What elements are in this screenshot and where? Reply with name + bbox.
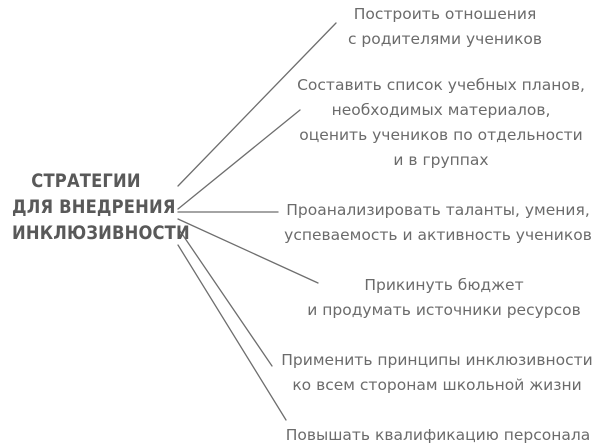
connector-line-6 [177,244,287,421]
branch-budget-line-1: Прикинуть бюджет [364,276,524,294]
branch-curriculum-list-line-3: оценить учеников по отдельности [299,126,583,144]
branch-relationships-line-1: Построить отношения [353,5,537,23]
connector-line-5 [177,227,273,367]
branch-curriculum-list-line-4: и в группах [393,151,489,169]
branch-relationships: Построить отношения с родителями ученико… [300,2,590,52]
branch-staff-training: Повышать квалификацию персонала [276,423,600,445]
branch-apply-principles-line-2: ко всем сторонам школьной жизни [292,376,582,394]
connector-line-2 [177,109,301,210]
hub-title-line-2: ДЛЯ ВНЕДРЕНИЯ [12,196,176,218]
hub-title: СТРАТЕГИИ ДЛЯ ВНЕДРЕНИЯ ИНКЛЮЗИВНОСТИ [12,168,190,246]
branch-analyze-talents-line-1: Проанализировать таланты, умения, [286,201,590,219]
branch-staff-training-line-1: Повышать квалификацию персонала [285,426,591,444]
branch-budget: Прикинуть бюджет и продумать источники р… [290,273,598,323]
branch-apply-principles: Применить принципы инклюзивности ко всем… [276,348,598,398]
branch-apply-principles-line-1: Применить принципы инклюзивности [281,351,593,369]
branch-budget-line-2: и продумать источники ресурсов [307,301,581,319]
branch-curriculum-list-line-1: Составить список учебных планов, [297,76,585,94]
branch-analyze-talents: Проанализировать таланты, умения, успева… [276,198,600,248]
branch-relationships-line-2: с родителями учеников [347,30,543,48]
branch-analyze-talents-line-2: успеваемость и активность учеников [284,226,592,244]
branch-curriculum-list: Составить список учебных планов, необход… [286,73,596,173]
hub-title-line-3: ИНКЛЮЗИВНОСТИ [12,222,190,244]
hub-title-line-1: СТРАТЕГИИ [31,170,141,192]
branch-curriculum-list-line-2: необходимых материалов, [331,101,551,119]
